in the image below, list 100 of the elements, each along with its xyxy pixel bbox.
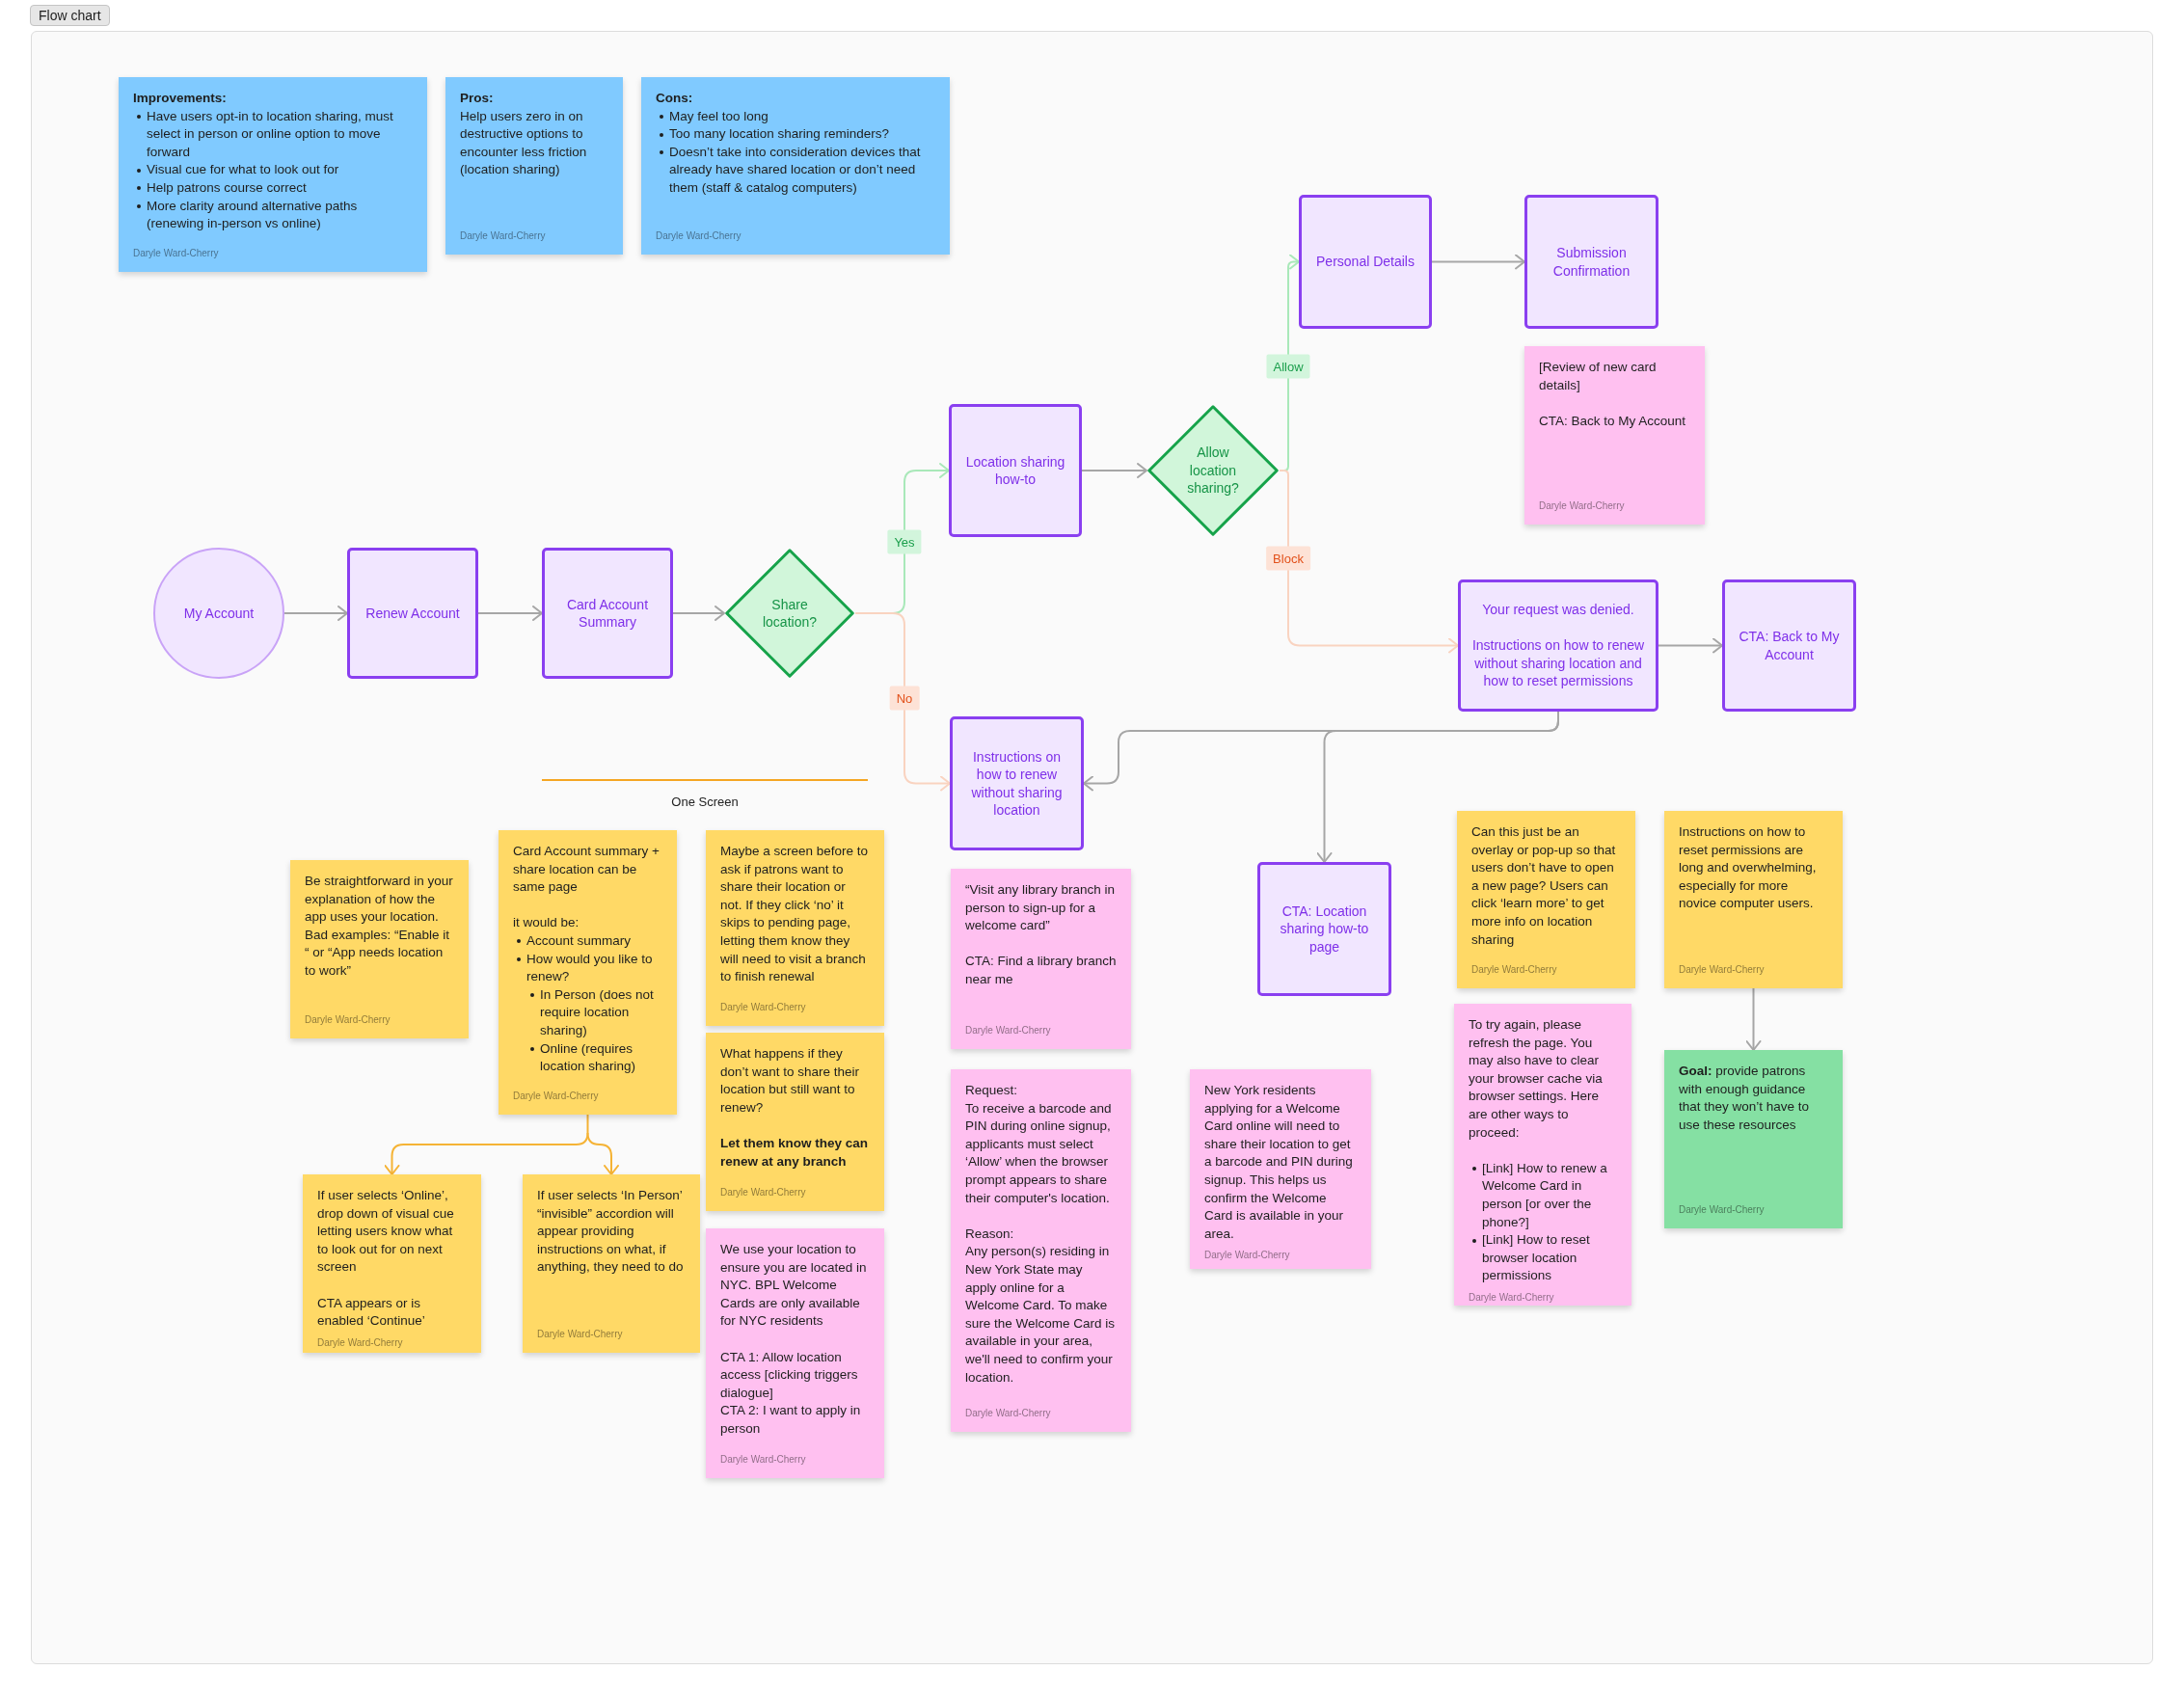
author-name: Daryle Ward-Cherry (965, 1024, 1052, 1037)
process-box (950, 716, 1084, 850)
arrow (586, 1132, 619, 1175)
list-item: Account summary (513, 931, 662, 951)
edge-label: Allow (1266, 354, 1310, 379)
note-heading: Cons: (656, 90, 694, 107)
sticky-note (1524, 346, 1705, 525)
arrow (1745, 987, 1762, 1051)
note-text: Be straightforward in your explanation of how the app uses your location. Bad examples: “Enable it “ or “App needs location to work” (305, 873, 454, 980)
list-item: Visual cue for what to look out for (133, 161, 413, 179)
note-text: it would be: (513, 914, 580, 932)
note-text: If user selects ‘In Person’ “invisible” accordion will appear providing instructions on what, if anything, they need to do (537, 1187, 685, 1277)
node-label: Share location? (761, 595, 818, 632)
arrow (384, 1132, 589, 1175)
author-name: Daryle Ward-Cherry (1204, 1249, 1291, 1262)
arrow (892, 612, 951, 792)
note-text: Instructions on how to reset permissions are long and overwhelming, especially for more novice computer users. (1679, 823, 1818, 913)
sticky-note (641, 77, 950, 255)
sticky-note (1664, 1050, 1843, 1228)
note-text: New York residents applying for a Welcome Card online will need to share their location to get a barcode and PIN during signup. This helps us confirm the Welcome Card is available in your area. (1204, 1082, 1354, 1243)
connector-line (1279, 470, 1285, 471)
process-box (347, 548, 478, 679)
list-item: Doesn’t take into consideration devices that already have shared location or don’t need them (staff & catalog computers) (656, 143, 935, 198)
process-box (949, 404, 1082, 537)
note-text: Let them know they can renew at any branch (720, 1134, 870, 1171)
connector-line (1557, 711, 1559, 722)
node-label: Personal Details (1316, 253, 1415, 271)
list-item: Help patrons course correct (133, 178, 413, 198)
author-name: Daryle Ward-Cherry (1471, 963, 1558, 976)
arrow (1658, 637, 1723, 654)
list-item: In Person (does not require location sharing) (513, 985, 662, 1040)
process-box (1722, 579, 1856, 712)
arrow (672, 606, 725, 621)
sticky-note (119, 77, 427, 272)
edge-label: Yes (887, 529, 922, 554)
node-label: Card Account Summary (565, 595, 650, 632)
note-text: If user selects ‘Online’, drop down of visual cue letting users know what to look out for on next screen (317, 1187, 455, 1277)
note-text: Maybe a screen before to ask if patrons want to share their location or not. If they click ‘no’ it skips to pending page, letting them know they will need to visit a branch to finish renewal (720, 843, 870, 986)
author-name: Daryle Ward-Cherry (513, 1090, 600, 1102)
arrow (477, 606, 543, 621)
decision-diamond (724, 548, 855, 679)
note-text: What happens if they don’t want to share their location but still want to renew? (720, 1045, 861, 1117)
sticky-note (706, 1033, 884, 1211)
node-label: Allow location sharing? (1186, 444, 1240, 498)
sticky-note (290, 860, 469, 1038)
author-name: Daryle Ward-Cherry (1679, 1203, 1766, 1216)
arrow (283, 606, 348, 621)
frame-tab: Flow chart (30, 5, 110, 26)
note-text: Can this just be an overlay or pop-up so that users don’t have to open a new page? Users can click ‘learn more’ to get more info on location sharing (1471, 823, 1617, 949)
sticky-note (445, 77, 623, 255)
note-text: CTA: Find a library branch near me (965, 953, 1117, 988)
sticky-note (951, 1069, 1131, 1432)
process-box (1458, 579, 1658, 712)
list-item: Online (requires location sharing) (513, 1039, 662, 1076)
sticky-note (1664, 811, 1843, 988)
note-text: [Review of new card details] (1539, 359, 1658, 394)
note-text: Request: (965, 1082, 1019, 1099)
node-label: Instructions on how to renew without sharing location and how to reset permissions (1470, 636, 1646, 690)
note-text: To try again, please refresh the page. You may also have to clear your browser cache via browser settings. Here are other ways to proceed: (1469, 1016, 1604, 1142)
sticky-note (1190, 1069, 1371, 1269)
node-label: CTA: Back to My Account (1738, 628, 1841, 663)
node-label: Location sharing how-to (964, 452, 1066, 489)
list-item: May feel too long (656, 107, 935, 126)
sticky-note (1454, 1004, 1631, 1306)
list-item: How would you like to renew? (513, 950, 662, 986)
sticky-note (706, 830, 884, 1026)
list-item: Have users opt-in to location sharing, must select in person or online option to move forward (133, 107, 413, 162)
sticky-note (1457, 811, 1635, 988)
arrow (1316, 720, 1559, 863)
process-box (1257, 862, 1391, 996)
note-text: Any person(s) residing in New York State may apply online for a Welcome Card. To make sure the Welcome Card is available in your area, we'll need to confirm your location. (965, 1243, 1117, 1387)
sticky-note (523, 1174, 700, 1353)
author-name: Daryle Ward-Cherry (305, 1013, 391, 1026)
node-label: My Account (183, 604, 255, 623)
note-text: Goal: provide patrons with enough guidance that they won’t have to use these resources (1679, 1063, 1811, 1134)
sticky-note (706, 1228, 884, 1478)
node-label: Renew Account (365, 604, 460, 623)
note-text: “Visit any library branch in person to sign-up for a welcome card” (965, 881, 1117, 935)
note-heading: Pros: (460, 90, 495, 107)
connector-line (586, 1114, 589, 1134)
note-text: CTA: Back to My Account (1539, 412, 1687, 430)
note-text: CTA 2: I want to apply in person (720, 1402, 862, 1438)
note-text: Reason: (965, 1225, 1015, 1243)
author-name: Daryle Ward-Cherry (965, 1407, 1052, 1419)
author-name: Daryle Ward-Cherry (1469, 1290, 1555, 1304)
sticky-note (951, 869, 1131, 1049)
node-label: Submission Confirmation (1551, 244, 1631, 280)
note-text: Card Account summary + share location can be same page (513, 843, 661, 897)
author-name: Daryle Ward-Cherry (537, 1328, 624, 1340)
note-text: To receive a barcode and PIN during online signup, applicants must select ‘Allow’ when the browser prompt appears to share their computer's location. (965, 1099, 1113, 1207)
author-name: Daryle Ward-Cherry (656, 229, 742, 242)
list-item: [Link] How to reset browser location permissions (1469, 1231, 1617, 1285)
list-item: More clarity around alternative paths (renewing in-person vs online) (133, 197, 413, 233)
arrow (1431, 254, 1525, 270)
arrow (1282, 470, 1459, 654)
decision-diamond (1146, 404, 1280, 537)
author-name: Daryle Ward-Cherry (460, 229, 547, 242)
process-box (1299, 195, 1432, 329)
author-name: Daryle Ward-Cherry (1539, 499, 1626, 512)
node-label: Your request was denied. (1482, 601, 1634, 619)
